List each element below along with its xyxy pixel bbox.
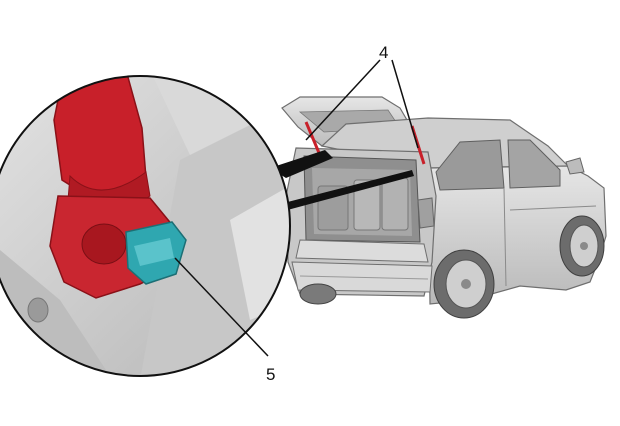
- front-wheel: [559, 215, 605, 277]
- side-window-front: [507, 139, 561, 189]
- side-window-rear: [435, 139, 505, 191]
- zoom-connector: [270, 150, 333, 178]
- callout-5: 5: [174, 257, 275, 384]
- vehicle-illustration: [281, 96, 607, 319]
- detail-zoom-circle: [0, 75, 291, 377]
- callout-4: 4: [305, 43, 419, 149]
- rear-wheel: [433, 249, 495, 319]
- callout-label-5: 5: [266, 365, 275, 384]
- callout-label-4: 4: [379, 43, 388, 62]
